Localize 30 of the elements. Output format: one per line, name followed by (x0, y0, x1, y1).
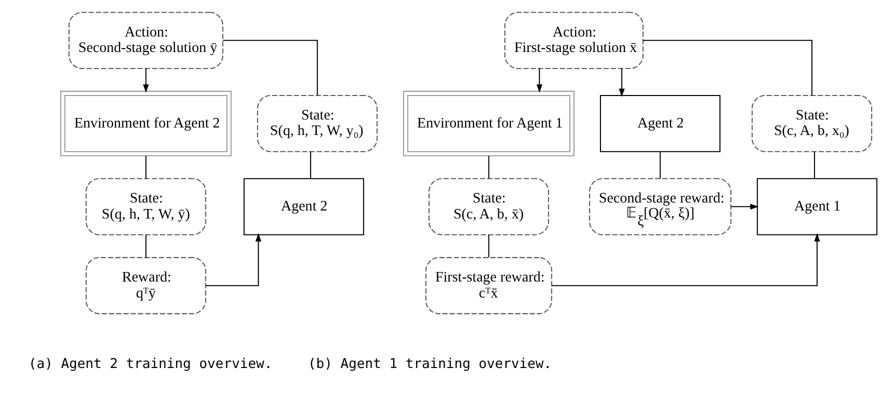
arrow (206, 233, 262, 286)
node-box: Action: Second-stage solution ȳ (68, 12, 224, 69)
connector (488, 234, 490, 258)
node-box: Reward: qᵀȳ (86, 257, 206, 314)
arrow (618, 68, 625, 97)
connector (223, 40, 318, 96)
node-box: State: S(c, A, b, x̄) (428, 178, 550, 236)
connector (643, 40, 812, 96)
node-box: Action: First-stage solution x̄ (504, 12, 644, 69)
arrow (731, 204, 759, 210)
node-box: State: S(c, A, b, x₀) (752, 94, 872, 152)
node-box: Environment for Agent 2 (60, 90, 232, 156)
node-box: Agent 2 (244, 178, 364, 236)
arrow (536, 68, 542, 93)
connector (145, 156, 146, 179)
arrow (552, 233, 820, 286)
arrow (143, 68, 149, 93)
connector (145, 234, 146, 258)
connector (310, 152, 312, 179)
node-box: State: S(q, h, T, W, ȳ) (86, 178, 206, 236)
connector (488, 156, 490, 179)
label: (b) Agent 1 training overview. (308, 356, 552, 372)
node-box: Environment for Agent 1 (403, 90, 574, 156)
label: (a) Agent 2 training overview. (28, 356, 272, 372)
connector (660, 152, 661, 179)
connector (814, 152, 816, 179)
node-box: Agent 2 (600, 94, 720, 152)
node-box: First-stage reward: cᵀx̄ (425, 257, 552, 314)
node-box: State: S(q, h, T, W, y₀) (257, 94, 378, 152)
node-box: Agent 1 (756, 178, 878, 236)
